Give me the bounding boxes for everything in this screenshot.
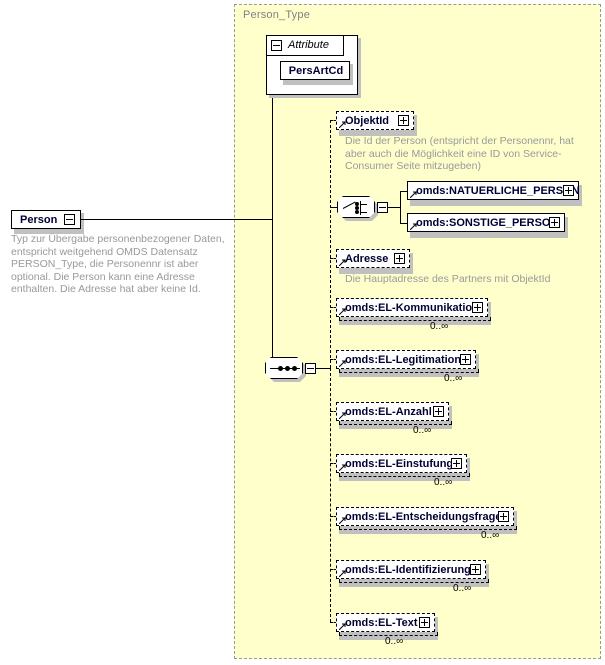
connector-el-entscheidungsfrage xyxy=(330,516,340,517)
connector-el-kommunikation xyxy=(330,307,340,308)
element-label-el-anzahl: omds:EL-Anzahl xyxy=(345,406,432,418)
occurrence-label: 0..∞ xyxy=(481,530,500,541)
reference-arrow-icon xyxy=(339,360,346,367)
complex-type-label: Person_Type xyxy=(243,9,311,21)
reference-arrow-icon xyxy=(339,121,346,128)
minus-icon-choice[interactable] xyxy=(377,202,388,213)
connector-rail-lower xyxy=(330,368,331,622)
occurrence-label: 0..∞ xyxy=(434,477,453,488)
element-node-el-anzahl[interactable]: omds:EL-Anzahl xyxy=(336,402,449,421)
reference-arrow-icon xyxy=(339,259,346,266)
reference-arrow-icon xyxy=(410,191,417,198)
connector-el-identifizierung xyxy=(330,569,340,570)
repeat-indicator xyxy=(339,473,470,477)
element-label-sonstige-person: omds:SONSTIGE_PERSON xyxy=(416,217,559,229)
plus-icon-el-entscheidungsfrage[interactable] xyxy=(498,511,509,522)
occurrence-label: 0..∞ xyxy=(444,373,463,384)
attribute-label-persartcd: PersArtCd xyxy=(288,65,344,77)
attribute-group-tab[interactable]: Attribute xyxy=(266,35,344,56)
plus-icon-el-einstufung[interactable] xyxy=(451,458,462,469)
plus-icon-el-anzahl[interactable] xyxy=(433,406,444,417)
connector-sequence-out xyxy=(316,368,330,369)
annotation-adresse: Die Hauptadresse des Partners mit Objekt… xyxy=(345,273,551,285)
reference-arrow-icon xyxy=(339,412,346,419)
connector-choice-rail xyxy=(400,191,401,223)
occurrence-label: 0..∞ xyxy=(453,583,472,594)
plus-icon-el-legitimation[interactable] xyxy=(460,354,471,365)
element-label-el-text: omds:EL-Text xyxy=(345,617,418,629)
connector-root xyxy=(81,219,272,220)
connector-adresse xyxy=(330,258,340,259)
element-node-objektid[interactable]: ObjektId xyxy=(336,111,414,130)
element-label-el-identifizierung: omds:EL-Identifizierung xyxy=(345,564,471,576)
plus-icon-objektid[interactable] xyxy=(398,115,409,126)
annotation-objektid: Die Id der Person (entspricht der Person… xyxy=(345,135,574,172)
annotation-person: Typ zur Übergabe personenbezogener Daten… xyxy=(11,233,225,295)
plus-icon-sonstige-person[interactable] xyxy=(549,217,560,228)
connector-el-einstufung xyxy=(330,463,340,464)
reference-arrow-icon xyxy=(339,517,346,524)
plus-icon-adresse[interactable] xyxy=(394,253,405,264)
repeat-indicator xyxy=(339,579,489,583)
element-node-el-kommunikation[interactable]: omds:EL-Kommunikation xyxy=(336,298,488,317)
connector-choice-out xyxy=(388,207,400,208)
reference-arrow-icon xyxy=(339,623,346,630)
connector-root-split xyxy=(272,85,273,368)
complex-type-container xyxy=(234,4,601,659)
connector-el-anzahl xyxy=(330,411,340,412)
attribute-node-persartcd[interactable]: PersArtCd xyxy=(280,61,350,80)
occurrence-label: 0..∞ xyxy=(385,636,404,647)
connector-choice-in xyxy=(330,207,338,208)
element-node-sonstige-person[interactable]: omds:SONSTIGE_PERSON xyxy=(407,213,565,232)
connector-el-legitimation xyxy=(330,359,340,360)
minus-icon-sequence[interactable] xyxy=(305,363,316,374)
element-node-natuerliche-person[interactable]: omds:NATUERLICHE_PERSON xyxy=(407,181,580,200)
reference-arrow-icon xyxy=(410,223,417,230)
element-label-person: Person xyxy=(20,214,58,226)
reference-arrow-icon xyxy=(339,464,346,471)
plus-icon-natuerliche-person[interactable] xyxy=(563,185,574,196)
element-node-adresse[interactable]: Adresse xyxy=(336,249,410,268)
repeat-indicator xyxy=(339,632,438,636)
repeat-indicator xyxy=(339,421,452,425)
element-label-el-legitimation: omds:EL-Legitimation xyxy=(345,354,462,366)
element-label-el-entscheidungsfrage: omds:EL-Entscheidungsfrage xyxy=(345,511,502,523)
minus-icon-person[interactable] xyxy=(64,214,75,225)
sequence-icon xyxy=(265,357,303,379)
occurrence-label: 0..∞ xyxy=(430,321,449,332)
repeat-indicator xyxy=(339,369,479,373)
connector-choice-opt1 xyxy=(400,191,408,192)
element-label-natuerliche-person: omds:NATUERLICHE_PERSON xyxy=(416,185,580,197)
element-node-el-einstufung[interactable]: omds:EL-Einstufung xyxy=(336,454,467,473)
minus-icon-attribute-group[interactable] xyxy=(271,40,282,51)
element-node-el-entscheidungsfrage[interactable]: omds:EL-Entscheidungsfrage xyxy=(336,507,514,526)
repeat-indicator xyxy=(339,317,491,321)
element-node-el-legitimation[interactable]: omds:EL-Legitimation xyxy=(336,350,476,369)
attribute-group-label: Attribute xyxy=(288,39,329,51)
element-label-objektid: ObjektId xyxy=(345,115,390,127)
connector-rail-upper xyxy=(330,120,331,368)
plus-icon-el-kommunikation[interactable] xyxy=(472,302,483,313)
element-node-person[interactable]: Person xyxy=(11,210,81,229)
plus-icon-el-identifizierung[interactable] xyxy=(470,564,481,575)
repeat-indicator xyxy=(339,526,517,530)
element-node-el-text[interactable]: omds:EL-Text xyxy=(336,613,435,632)
element-label-el-einstufung: omds:EL-Einstufung xyxy=(345,458,454,470)
reference-arrow-icon xyxy=(339,570,346,577)
connector-el-text xyxy=(330,622,340,623)
reference-arrow-icon xyxy=(339,308,346,315)
occurrence-label: 0..∞ xyxy=(413,425,432,436)
element-node-el-identifizierung[interactable]: omds:EL-Identifizierung xyxy=(336,560,486,579)
choice-icon xyxy=(337,196,375,218)
plus-icon-el-text[interactable] xyxy=(419,617,430,628)
connector-choice-opt2 xyxy=(400,223,408,224)
connector-objektid xyxy=(330,120,340,121)
element-label-el-kommunikation: omds:EL-Kommunikation xyxy=(345,302,479,314)
element-label-adresse: Adresse xyxy=(345,253,389,265)
